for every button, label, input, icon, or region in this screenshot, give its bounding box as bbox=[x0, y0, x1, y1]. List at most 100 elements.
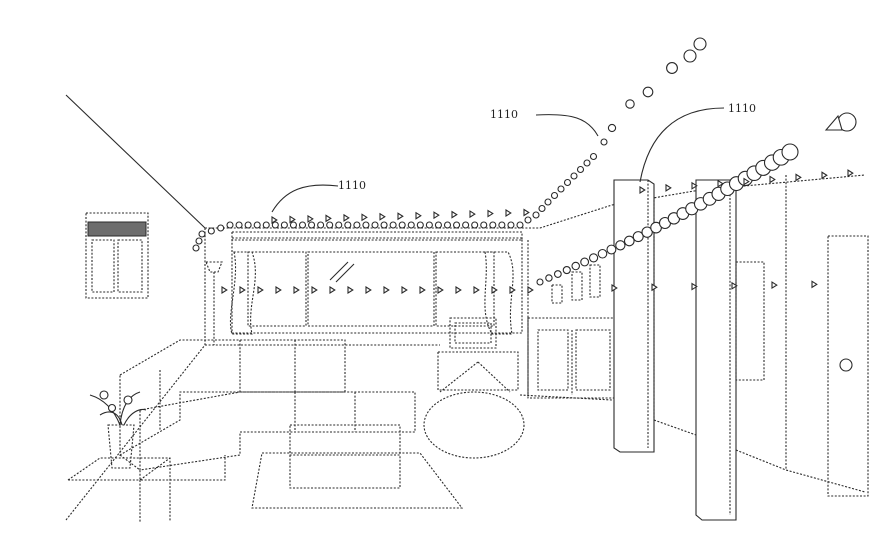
ceiling-bead-chain bbox=[192, 49, 799, 286]
light-marker bbox=[361, 213, 368, 222]
bead bbox=[443, 221, 452, 229]
light-marker bbox=[365, 286, 372, 294]
bead bbox=[545, 274, 553, 282]
light-marker bbox=[771, 281, 778, 290]
light-marker bbox=[325, 214, 332, 223]
light-marker bbox=[329, 286, 336, 294]
bead bbox=[425, 221, 433, 229]
bead bbox=[489, 221, 497, 229]
bead bbox=[407, 221, 415, 229]
light-marker bbox=[795, 173, 802, 182]
bead bbox=[280, 221, 288, 229]
bead bbox=[588, 253, 599, 263]
light-marker bbox=[289, 215, 296, 224]
light-marker bbox=[239, 286, 246, 294]
bead bbox=[262, 221, 270, 229]
bead bbox=[597, 248, 608, 259]
light-marker bbox=[433, 211, 440, 220]
light-marker bbox=[379, 212, 386, 221]
light-marker bbox=[717, 179, 724, 188]
side-table-plant bbox=[67, 390, 171, 522]
bead bbox=[317, 221, 325, 229]
light-marker bbox=[691, 282, 698, 291]
bead bbox=[571, 261, 580, 271]
light-marker bbox=[743, 177, 750, 186]
light-marker bbox=[821, 171, 828, 180]
bead bbox=[524, 216, 532, 224]
bead bbox=[480, 221, 488, 229]
light-marker bbox=[343, 213, 350, 222]
light-marker bbox=[455, 286, 462, 294]
bead bbox=[398, 221, 406, 229]
bead bbox=[217, 224, 225, 232]
light-marker bbox=[731, 281, 738, 290]
bead bbox=[453, 221, 461, 229]
bead bbox=[781, 143, 799, 161]
bead bbox=[289, 221, 297, 229]
bead bbox=[207, 227, 215, 235]
triangle-markers bbox=[221, 169, 854, 294]
light-marker bbox=[347, 286, 354, 294]
floor-lamp bbox=[205, 261, 223, 345]
bead bbox=[576, 165, 585, 174]
corner-markers bbox=[693, 37, 857, 132]
bead bbox=[326, 221, 334, 229]
reference-label-left: 1110 bbox=[338, 179, 366, 192]
bead bbox=[498, 221, 506, 229]
bead bbox=[462, 221, 470, 229]
light-marker bbox=[769, 175, 776, 184]
light-marker bbox=[437, 286, 444, 294]
bead bbox=[298, 221, 307, 229]
light-marker bbox=[419, 286, 426, 294]
bead bbox=[532, 211, 540, 219]
bead bbox=[538, 204, 546, 213]
bead bbox=[198, 230, 206, 238]
bead bbox=[335, 221, 343, 229]
bead bbox=[642, 86, 654, 98]
light-marker bbox=[275, 286, 282, 294]
light-marker bbox=[257, 286, 264, 294]
bead bbox=[380, 221, 388, 229]
light-marker bbox=[397, 212, 404, 221]
bead bbox=[389, 221, 397, 229]
bead bbox=[235, 221, 243, 229]
bead bbox=[416, 221, 424, 229]
side-window bbox=[85, 212, 149, 299]
bead bbox=[550, 191, 559, 200]
bead bbox=[271, 221, 279, 229]
bead bbox=[226, 221, 234, 229]
bead bbox=[344, 221, 352, 229]
light-marker bbox=[415, 211, 422, 220]
bead bbox=[632, 231, 644, 243]
light-marker bbox=[527, 286, 534, 294]
bead bbox=[362, 221, 370, 229]
bead bbox=[615, 240, 626, 251]
light-marker bbox=[639, 186, 646, 194]
light-marker bbox=[401, 286, 408, 294]
light-marker bbox=[665, 183, 672, 192]
bead bbox=[507, 221, 515, 229]
light-marker bbox=[221, 286, 228, 294]
bead bbox=[544, 198, 552, 206]
light-marker bbox=[451, 210, 458, 219]
light-marker bbox=[307, 214, 314, 223]
light-marker bbox=[611, 284, 618, 292]
light-marker bbox=[691, 181, 698, 190]
bead bbox=[536, 278, 544, 286]
light-marker bbox=[469, 210, 476, 219]
bead bbox=[308, 221, 316, 229]
bead bbox=[606, 244, 617, 255]
bead bbox=[371, 221, 379, 229]
bead bbox=[353, 221, 361, 229]
bead bbox=[583, 159, 591, 167]
light-marker bbox=[509, 286, 516, 294]
bead bbox=[562, 265, 571, 275]
bead bbox=[434, 221, 442, 229]
light-marker bbox=[271, 216, 278, 224]
light-marker bbox=[473, 286, 480, 294]
right-wall bbox=[653, 175, 869, 497]
coffee-table bbox=[251, 424, 464, 509]
light-marker bbox=[491, 286, 498, 294]
